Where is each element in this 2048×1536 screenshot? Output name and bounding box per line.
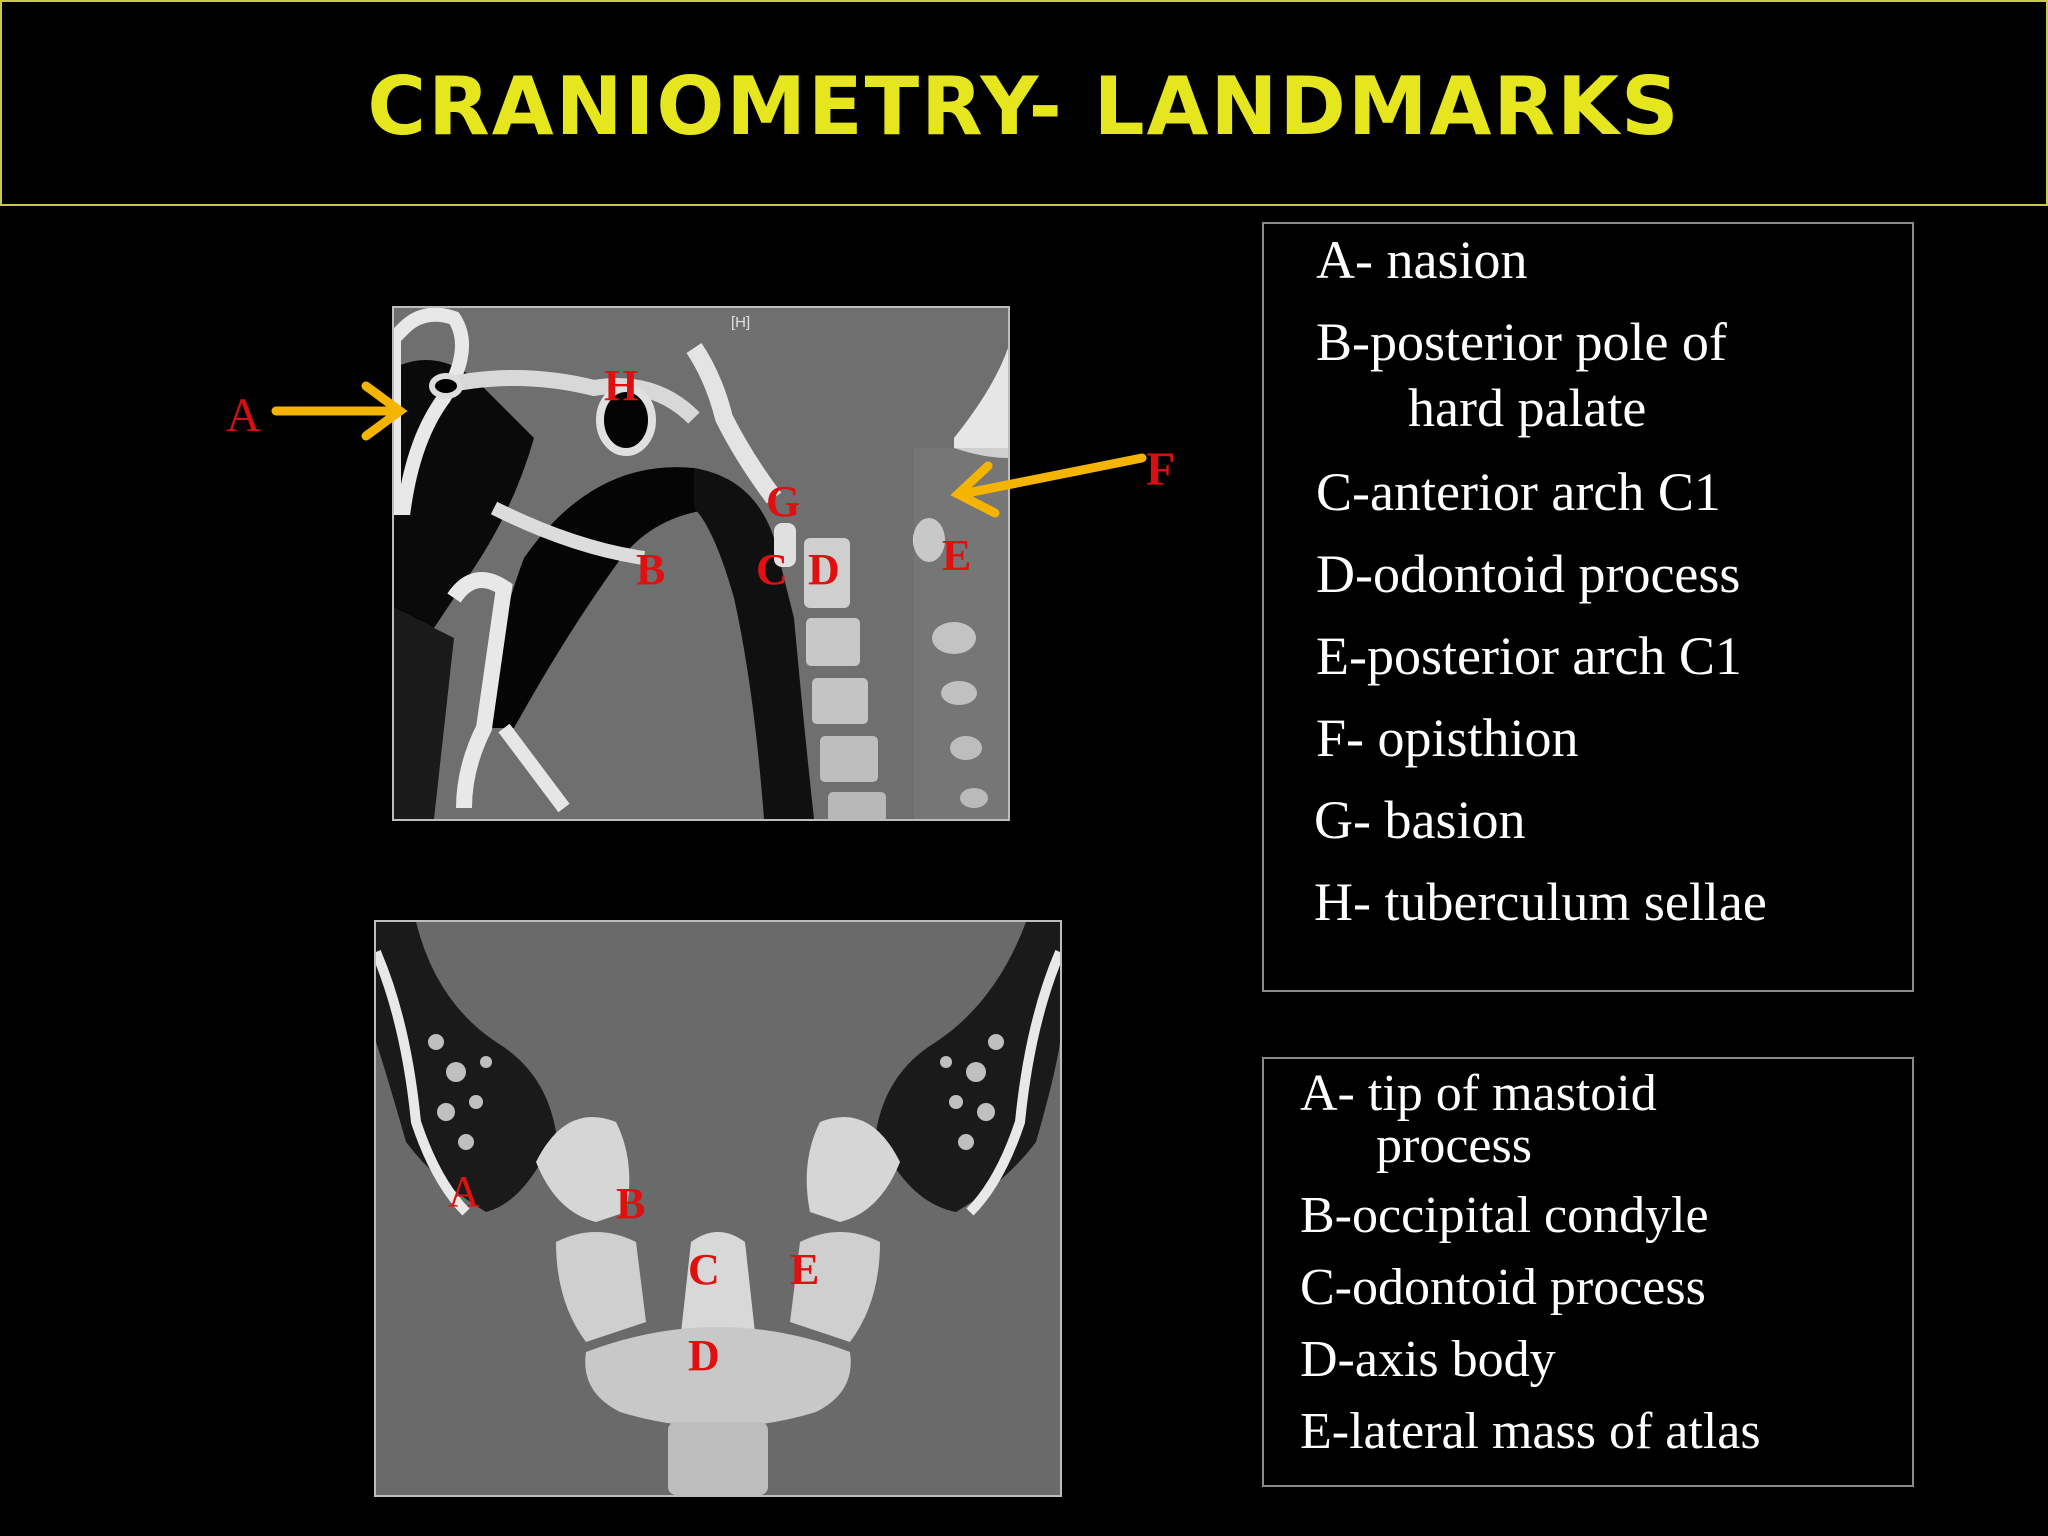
legend-item-h: H- tuberculum sellae	[1314, 872, 1767, 932]
coronal-legend-box: A- tip of mastoid process B-occipital co…	[1262, 1057, 1914, 1487]
coronal-label-c: C	[688, 1245, 720, 1294]
sagittal-legend-box: A- nasion B-posterior pole of hard palat…	[1262, 222, 1914, 992]
legend-item-b-cont: hard palate	[1408, 378, 1647, 438]
coronal-label-b: B	[616, 1179, 646, 1228]
coronal-legend-item-a-cont: process	[1376, 1117, 1532, 1174]
outer-label-f: F	[1146, 443, 1176, 496]
coronal-legend-item-c: C-odontoid process	[1300, 1259, 1706, 1316]
coronal-legend-item-e: E-lateral mass of atlas	[1300, 1403, 1761, 1460]
legend-item-c: C-anterior arch C1	[1316, 462, 1721, 522]
coronal-label-e: E	[790, 1245, 820, 1294]
coronal-label-d: D	[688, 1331, 720, 1380]
label-c: C	[756, 545, 788, 594]
label-e: E	[942, 531, 972, 580]
coronal-label-a: A	[448, 1167, 480, 1216]
label-d: D	[808, 545, 840, 594]
legend-item-g: G- basion	[1314, 790, 1526, 850]
legend-item-a: A- nasion	[1316, 230, 1528, 290]
legend-item-e: E-posterior arch C1	[1316, 626, 1742, 686]
arrow-a	[271, 381, 408, 441]
legend-item-b: B-posterior pole of	[1316, 312, 1727, 372]
coronal-legend-item-d: D-axis body	[1300, 1331, 1556, 1388]
coronal-legend-item-b: B-occipital condyle	[1300, 1187, 1709, 1244]
arrow-f	[950, 453, 1147, 518]
title-bar: CRANIOMETRY- LANDMARKS	[0, 0, 2048, 206]
label-b: B	[636, 545, 666, 594]
sagittal-ct-image: [H] H G B C D E	[392, 306, 1010, 821]
coronal-ct-image: A B C E D	[374, 920, 1062, 1497]
label-g: G	[766, 477, 801, 526]
legend-item-d: D-odontoid process	[1316, 544, 1741, 604]
outer-label-a: A	[226, 389, 261, 442]
slide-title: CRANIOMETRY- LANDMARKS	[367, 60, 1681, 153]
label-h: H	[604, 361, 639, 410]
sagittal-corner-mark: [H]	[731, 314, 751, 331]
coronal-legend-item-a: A- tip of mastoid	[1300, 1065, 1657, 1122]
legend-item-f: F- opisthion	[1316, 708, 1579, 768]
